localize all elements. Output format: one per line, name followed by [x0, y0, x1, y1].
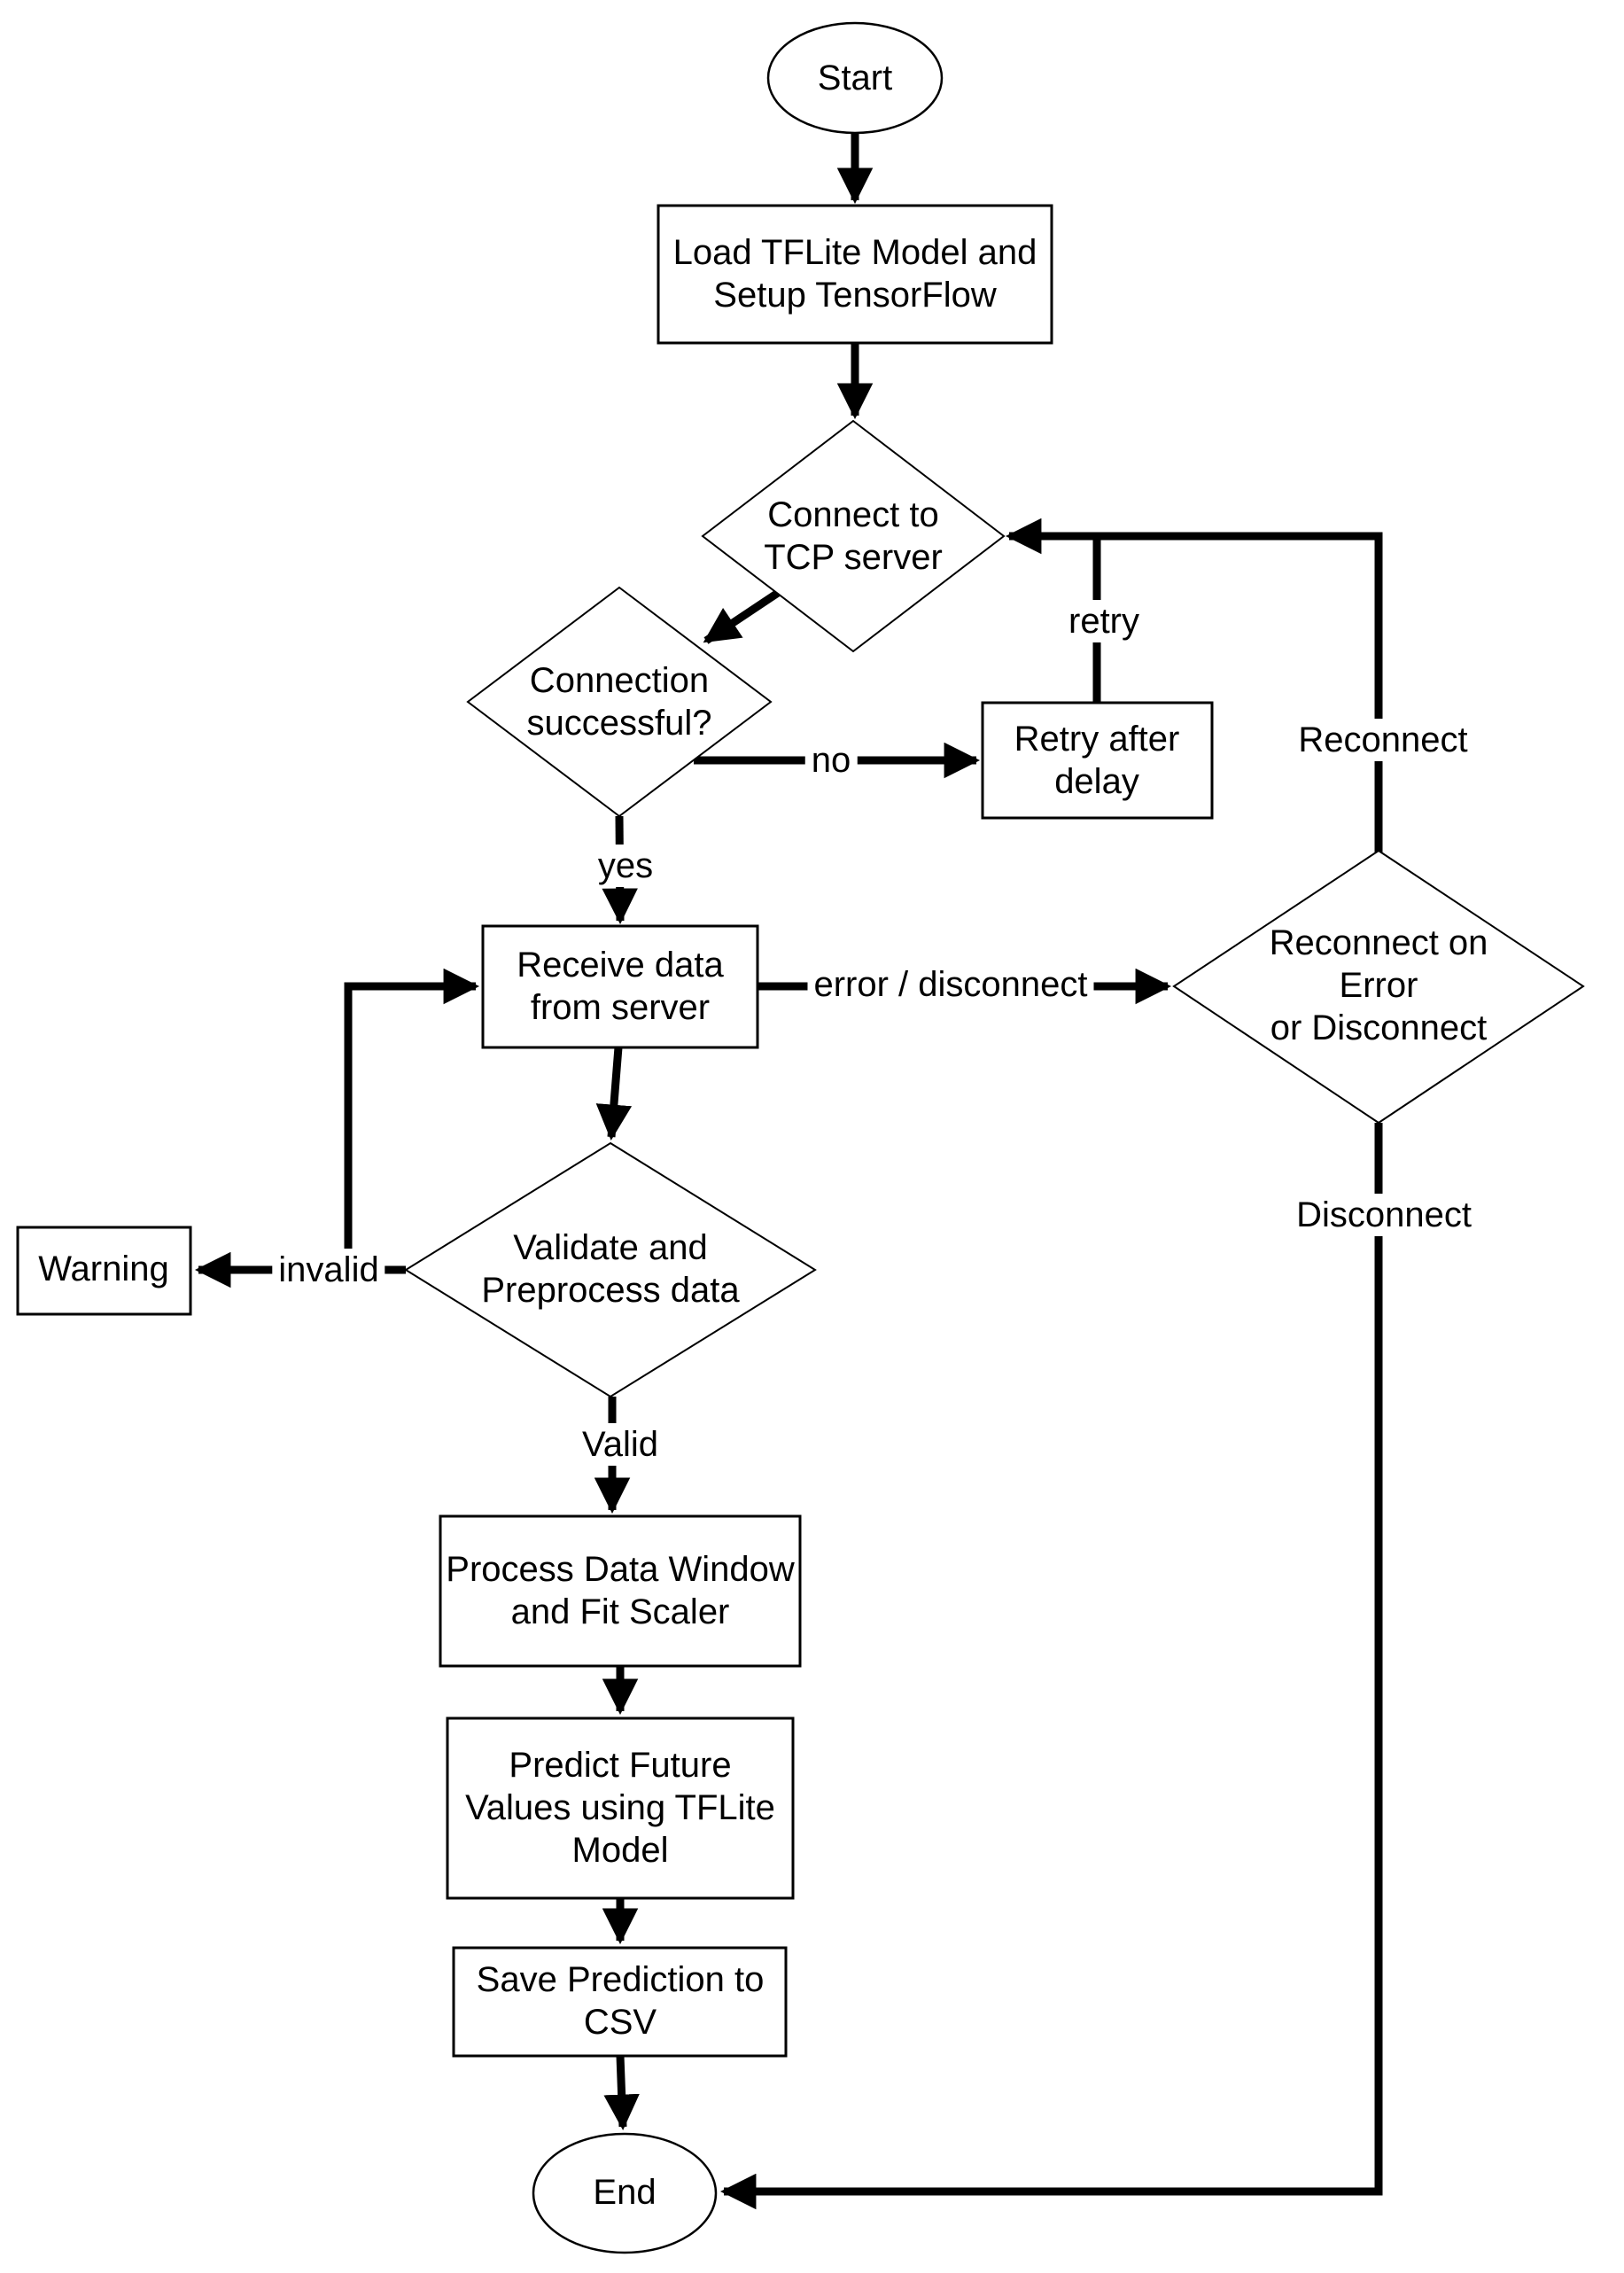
edge-label-error-disconnect: error / disconnect [807, 963, 1094, 1006]
connect-tcp-diamond-shape [701, 419, 1006, 653]
edge-label-no: no [804, 739, 858, 782]
edge-label-disconnect: Disconnect [1290, 1194, 1478, 1236]
process-data-window-box-shape [439, 1514, 802, 1668]
retry-after-delay-box-shape [981, 701, 1214, 820]
node-label-end: End [593, 2173, 657, 2212]
edge-label-reconnect: Reconnect [1292, 719, 1474, 761]
edge-invalid-loop-to-receive [344, 968, 480, 1270]
end-terminator-shape [532, 2132, 718, 2254]
reconnect-on-error-diamond-shape [1172, 849, 1585, 1125]
warning-box-shape [16, 1226, 192, 1316]
connection-successful-diamond-shape [466, 586, 773, 818]
node-label-validate-preprocess: Validate and Preprocess data [481, 1228, 740, 1310]
node-label-start: Start [817, 58, 893, 97]
load-model-box-shape [657, 204, 1053, 345]
node-label-predict-future-values: Predict Future Values using TFLite Model [465, 1746, 775, 1870]
receive-data-box-shape [481, 924, 759, 1049]
predict-future-values-box-shape [446, 1716, 795, 1900]
edge-disconnect-to-end [719, 1123, 1383, 2210]
edge-receive-to-validate [595, 1047, 633, 1141]
node-label-receive-data: Receive data from server [517, 946, 724, 1027]
node-label-retry-after-delay: Retry after delay [1014, 720, 1180, 801]
edge-connect-to-connection-successful [703, 589, 781, 644]
edge-label-retry: retry [1062, 600, 1146, 642]
node-label-load-model: Load TFLite Model and Setup TensorFlow [672, 233, 1037, 315]
node-label-process-data-window: Process Data Window and Fit Scaler [446, 1550, 795, 1631]
node-label-connection-successful: Connection successful? [526, 661, 712, 743]
node-label-warning: Warning [38, 1249, 169, 1288]
edge-label-yes: yes [591, 845, 660, 887]
edge-label-valid: Valid [576, 1423, 664, 1466]
node-label-connect-tcp: Connect to TCP server [764, 495, 943, 577]
node-label-reconnect-on-error: Reconnect on Error or Disconnect [1269, 923, 1488, 1047]
edge-save-to-end [603, 2055, 640, 2131]
shape-layer [16, 21, 1585, 2254]
validate-preprocess-diamond-shape [404, 1141, 817, 1398]
start-terminator-shape [766, 21, 944, 135]
node-label-save-prediction: Save Prediction to CSV [476, 1960, 765, 2042]
save-prediction-box-shape [452, 1946, 788, 2058]
edge-label-invalid: invalid [272, 1249, 385, 1291]
